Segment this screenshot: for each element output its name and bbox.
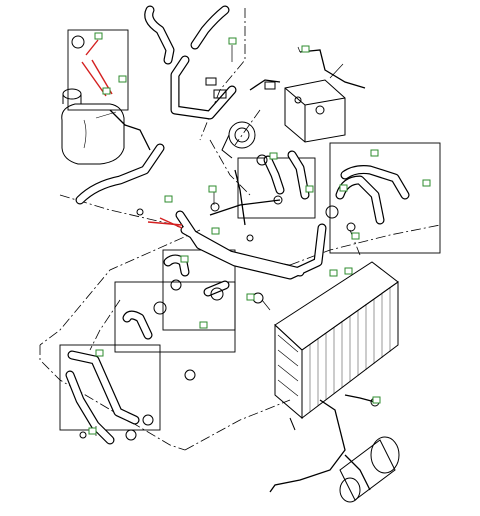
coolant-hoses xyxy=(65,5,410,445)
pipe xyxy=(269,399,346,493)
boundary-line xyxy=(289,224,441,266)
expansion-tank xyxy=(61,88,125,165)
fitting xyxy=(142,414,154,426)
callout-box xyxy=(339,184,348,192)
callout-frame xyxy=(67,29,129,111)
callout-box xyxy=(422,179,431,187)
pipe xyxy=(344,394,376,403)
radiator xyxy=(274,261,399,431)
callout-box xyxy=(301,45,310,53)
fitting xyxy=(205,77,217,86)
fitting xyxy=(325,205,339,219)
radiator-left-tank-ribs xyxy=(277,334,299,397)
pipe xyxy=(109,109,151,151)
callout-boxes xyxy=(88,32,431,435)
callout-frame xyxy=(329,142,441,254)
pipe xyxy=(234,169,246,226)
callout-box xyxy=(211,227,220,235)
fitting xyxy=(256,154,268,166)
fitting xyxy=(273,195,283,205)
callout-box xyxy=(246,293,255,301)
boundary-line xyxy=(209,139,251,196)
callout-box xyxy=(95,349,104,357)
fitting xyxy=(246,234,254,242)
pipe xyxy=(209,199,281,216)
highlight-line xyxy=(85,39,99,56)
boundary-line xyxy=(184,399,291,451)
fitting xyxy=(79,431,87,439)
radiator-fins xyxy=(309,287,391,412)
oil-cooler xyxy=(284,79,346,143)
fitting xyxy=(170,279,182,291)
callout-box xyxy=(305,185,314,193)
callout-box xyxy=(88,427,97,435)
thin-pipes xyxy=(109,49,376,493)
fitting xyxy=(264,81,276,90)
fitting xyxy=(184,369,196,381)
callout-box xyxy=(228,37,237,45)
callout-box xyxy=(199,321,208,329)
callout-box xyxy=(344,267,353,275)
callout-box xyxy=(269,152,278,160)
callout-box xyxy=(208,185,217,193)
fitting xyxy=(210,202,220,212)
fitting xyxy=(346,222,356,232)
callout-box xyxy=(118,75,127,83)
auxiliary-pump xyxy=(339,436,400,503)
pipe xyxy=(249,79,281,91)
callout-box xyxy=(329,269,338,277)
boundary-line xyxy=(89,299,121,351)
callout-frame xyxy=(59,344,161,431)
callout-box xyxy=(180,255,189,263)
fitting xyxy=(213,89,227,99)
highlight-line xyxy=(147,221,183,226)
boundary-line xyxy=(234,109,261,146)
fitting xyxy=(153,301,167,315)
fitting xyxy=(136,208,144,216)
callout-box xyxy=(372,396,381,404)
fittings xyxy=(71,35,380,441)
highlight-line xyxy=(159,217,183,229)
callout-box xyxy=(102,87,111,95)
boundary-line xyxy=(39,229,201,346)
callout-box xyxy=(370,149,379,157)
callout-box xyxy=(164,195,173,203)
fitting xyxy=(210,287,224,301)
fitting xyxy=(71,35,85,49)
callout-box xyxy=(94,32,103,40)
highlight-line xyxy=(81,61,107,97)
callout-frame xyxy=(114,281,236,353)
callout-box xyxy=(351,232,360,240)
pipe xyxy=(344,454,371,491)
hose xyxy=(170,55,237,120)
pipe xyxy=(299,49,366,89)
thermostat-housing xyxy=(221,121,256,159)
fitting xyxy=(125,429,137,441)
